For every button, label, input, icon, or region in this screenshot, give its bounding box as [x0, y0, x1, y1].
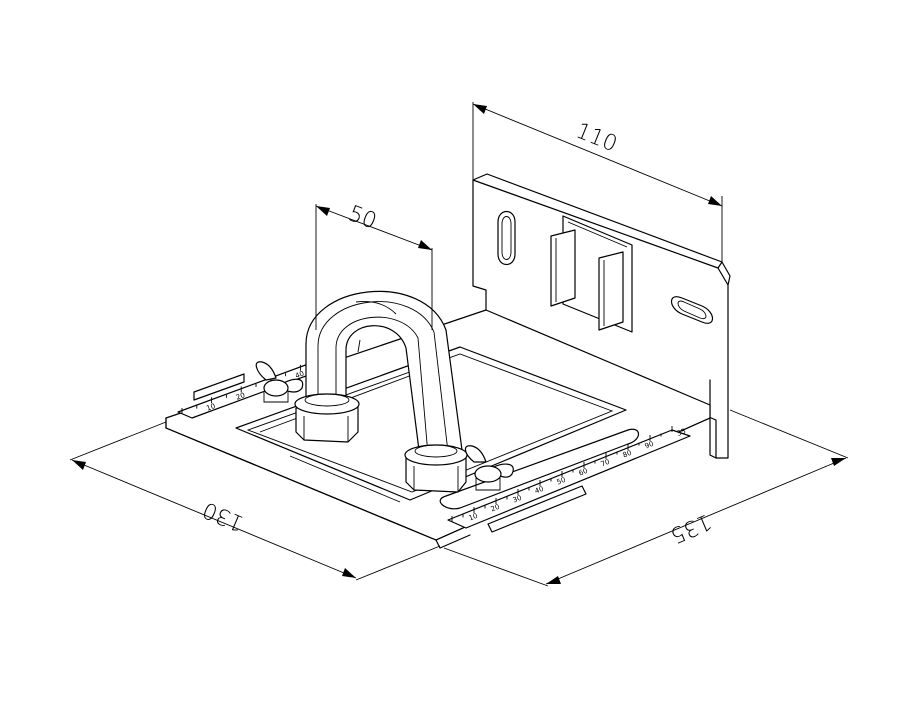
- front-ruler-scale-label: 90: [644, 440, 655, 451]
- dimension-135-label: 135: [666, 508, 714, 547]
- dimension-110-label: 110: [572, 119, 620, 158]
- left-ruler-scale-label: 40: [294, 370, 305, 381]
- left-ruler-scale-label: 20: [235, 391, 246, 402]
- front-ruler-scale-label: 50: [556, 476, 567, 487]
- back-plate-vertical-slot: [497, 210, 516, 266]
- front-ruler-scale-label: 70: [600, 458, 611, 469]
- front-ruler-scale-label: 80: [622, 449, 633, 460]
- front-ruler: 10 20 30 40 50 60 70 80 90 35: [447, 426, 691, 533]
- wing-nut-left: [255, 361, 304, 403]
- front-ruler-scale-label: 30: [512, 494, 523, 505]
- hex-nut-left: [294, 393, 360, 443]
- back-plate-clip-right: [598, 251, 624, 331]
- wing-nut-right: [464, 445, 514, 491]
- u-shaped-pipe: [305, 290, 463, 459]
- front-ruler-end-label: 35: [676, 427, 687, 438]
- hex-nut-right: [404, 444, 468, 493]
- back-plate-clip-left: [550, 229, 576, 307]
- front-ruler-scale-label: 10: [468, 512, 479, 523]
- front-ruler-scale-label: 60: [578, 467, 589, 478]
- front-ruler-scale-label: 20: [490, 503, 501, 514]
- left-ruler-scale-label: 10: [205, 402, 216, 413]
- dimension-50-label: 50: [345, 201, 380, 234]
- dimension-130-label: 130: [199, 496, 247, 535]
- back-plate-horizontal-slot: [670, 296, 714, 324]
- front-ruler-scale-label: 40: [534, 485, 545, 496]
